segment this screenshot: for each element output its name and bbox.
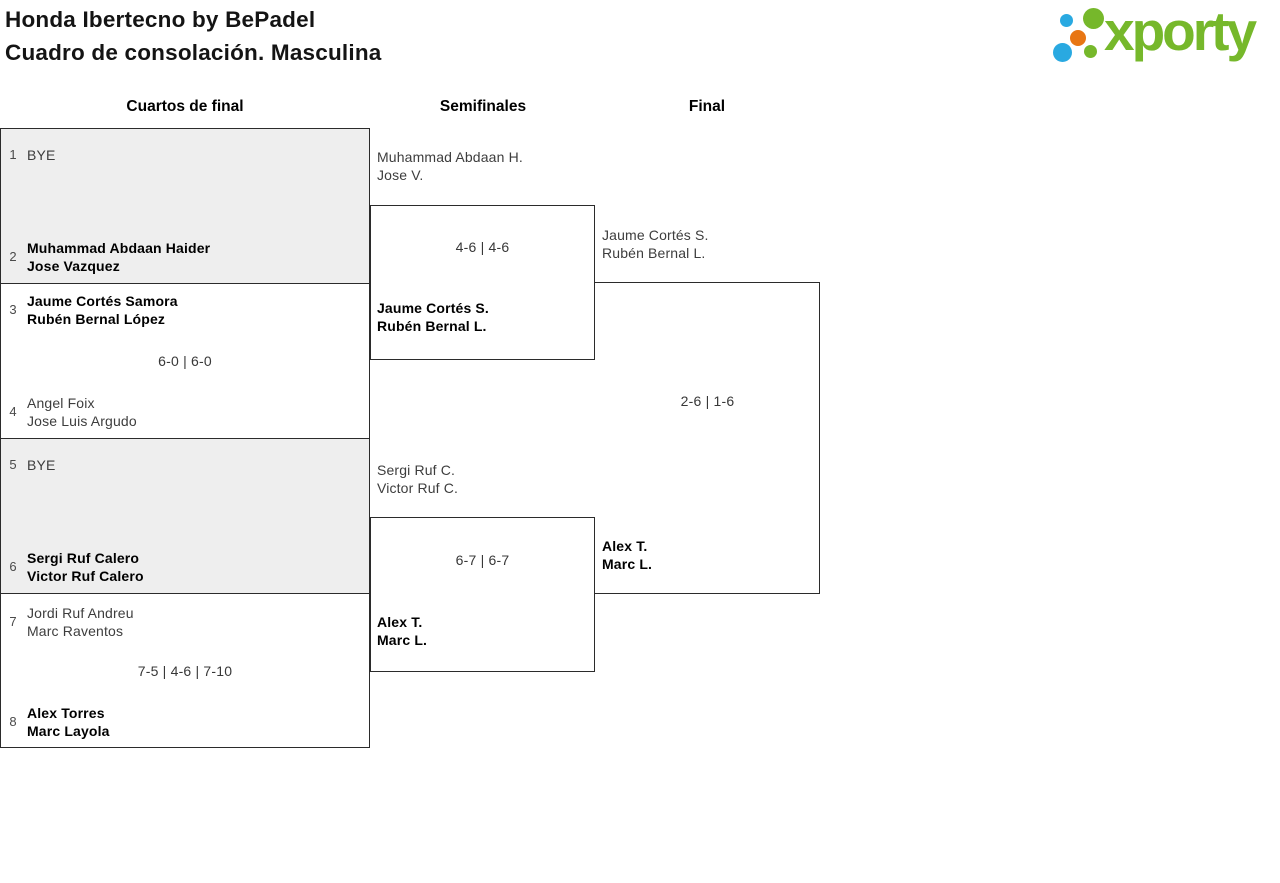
- participant-line: Rubén Bernal L.: [377, 318, 487, 334]
- participant-line: Alex T.: [377, 614, 423, 630]
- logo-dot-icon: [1070, 30, 1086, 46]
- participant-line: Muhammad Abdaan H.: [377, 149, 523, 165]
- match-score: 6-0 | 6-0: [158, 353, 212, 369]
- participant-line: Alex T.: [602, 538, 648, 554]
- round-header-semifinals: Semifinales: [439, 98, 527, 115]
- participant-line: Sergi Ruf C.: [377, 462, 456, 478]
- participant-line: BYE: [27, 147, 56, 163]
- participant-line: Jaume Cortés Samora: [27, 293, 178, 309]
- participant-line: Sergi Ruf Calero: [27, 550, 140, 566]
- seed-number: 7: [9, 614, 17, 629]
- participant-line: Jordi Ruf Andreu: [27, 605, 134, 621]
- participant-line: Rubén Bernal L.: [602, 245, 706, 261]
- match-box-qf3[interactable]: [0, 438, 370, 593]
- round-header-final: Final: [688, 98, 726, 115]
- match-score: 4-6 | 4-6: [455, 239, 510, 255]
- participant-names: Muhammad Abdaan Haider Jose Vazquez: [27, 239, 210, 275]
- participant-line: Jose V.: [377, 167, 424, 183]
- participant-line: Muhammad Abdaan Haider: [27, 240, 211, 256]
- participant-line: Jaume Cortés S.: [602, 227, 709, 243]
- seed-number: 1: [9, 147, 17, 162]
- participant-names: Sergi Ruf C. Victor Ruf C.: [377, 461, 458, 497]
- seed-number: 6: [9, 559, 17, 574]
- participant-line: Jose Luis Argudo: [27, 413, 137, 429]
- page-title: Honda Ibertecno by BePadel Cuadro de con…: [5, 3, 381, 69]
- participant-names: BYE: [27, 456, 55, 474]
- participant-names: Jaume Cortés Samora Rubén Bernal López: [27, 292, 178, 328]
- match-box-qf2[interactable]: [0, 283, 370, 438]
- participant-names: BYE: [27, 146, 55, 164]
- participant-line: Alex Torres: [27, 705, 105, 721]
- seed-number: 5: [9, 457, 17, 472]
- logo-dot-icon: [1083, 8, 1104, 29]
- participant-names: Muhammad Abdaan H. Jose V.: [377, 148, 523, 184]
- participant-names: Jordi Ruf Andreu Marc Raventos: [27, 604, 134, 640]
- participant-line: Victor Ruf Calero: [27, 568, 144, 584]
- round-header-quarterfinals: Cuartos de final: [126, 98, 244, 115]
- match-score: 7-5 | 4-6 | 7-10: [137, 663, 233, 679]
- match-box-final[interactable]: [595, 282, 820, 594]
- participant-line: BYE: [27, 457, 56, 473]
- participant-names: Alex Torres Marc Layola: [27, 704, 110, 740]
- match-box-qf1[interactable]: [0, 128, 370, 283]
- participant-names: Alex T. Marc L.: [602, 537, 652, 573]
- seed-number: 4: [9, 404, 17, 419]
- participant-names: Jaume Cortés S. Rubén Bernal L.: [602, 226, 709, 262]
- logo-wordmark: xporty: [1104, 0, 1257, 62]
- match-box-sf2[interactable]: [370, 517, 595, 672]
- participant-line: Marc L.: [602, 556, 653, 572]
- logo-dot-icon: [1084, 45, 1097, 58]
- participant-line: Jose Vazquez: [27, 258, 120, 274]
- participant-names: Jaume Cortés S. Rubén Bernal L.: [377, 299, 489, 335]
- participant-line: Jaume Cortés S.: [377, 300, 489, 316]
- participant-line: Victor Ruf C.: [377, 480, 459, 496]
- participant-line: Marc L.: [377, 632, 428, 648]
- match-score: 2-6 | 1-6: [680, 393, 735, 409]
- match-score: 6-7 | 6-7: [455, 552, 510, 568]
- seed-number: 8: [9, 714, 17, 729]
- participant-line: Marc Layola: [27, 723, 110, 739]
- participant-line: Angel Foix: [27, 395, 95, 411]
- seed-number: 2: [9, 249, 17, 264]
- logo-dot-icon: [1060, 14, 1073, 27]
- logo-dot-icon: [1053, 43, 1072, 62]
- match-box-sf1[interactable]: [370, 205, 595, 360]
- participant-names: Angel Foix Jose Luis Argudo: [27, 394, 137, 430]
- participant-line: Marc Raventos: [27, 623, 124, 639]
- participant-names: Alex T. Marc L.: [377, 613, 427, 649]
- match-box-qf4[interactable]: [0, 593, 370, 748]
- xporty-logo[interactable]: xporty: [1048, 0, 1280, 72]
- participant-names: Sergi Ruf Calero Victor Ruf Calero: [27, 549, 144, 585]
- participant-line: Rubén Bernal López: [27, 311, 166, 327]
- bracket-subtitle: Cuadro de consolación. Masculina: [5, 40, 382, 65]
- seed-number: 3: [9, 302, 17, 317]
- tournament-name: Honda Ibertecno by BePadel: [5, 7, 316, 32]
